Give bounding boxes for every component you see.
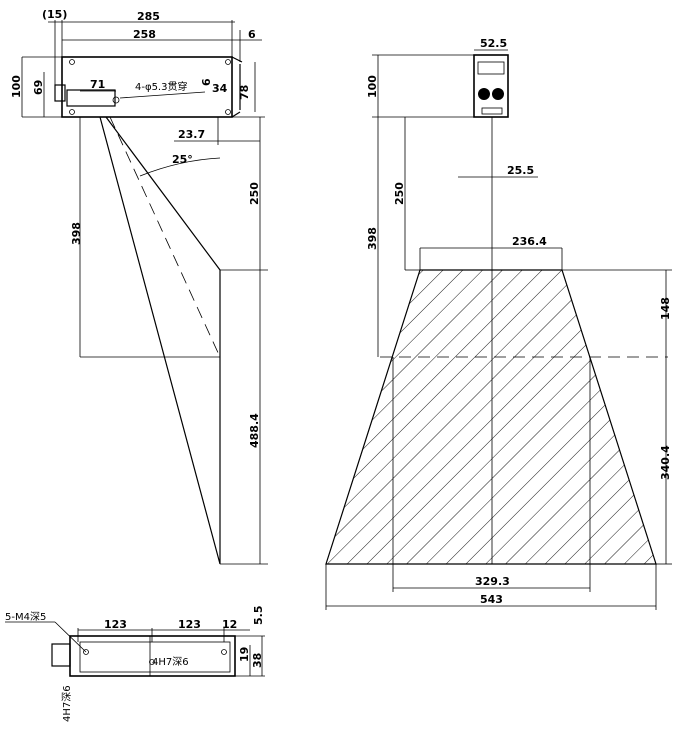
dim-38: 38 — [251, 653, 264, 668]
side-view: (15) 285 258 6 100 69 71 4-φ5.3贯穿 6 34 7… — [10, 8, 268, 565]
dim-148: 148 — [659, 297, 672, 320]
dim-78: 78 — [238, 85, 251, 100]
beam-outline — [99, 116, 221, 565]
side-view-housing — [61, 56, 233, 118]
dim-543: 543 — [480, 593, 503, 606]
connector-left — [478, 88, 490, 100]
front-view-housing — [473, 54, 509, 118]
dim-12: 12 — [222, 618, 237, 631]
dim-285: 285 — [137, 10, 160, 23]
dim-329-3: 329.3 — [475, 575, 510, 588]
dim-488-4: 488.4 — [248, 413, 261, 448]
thread-note: 5-M4深5 — [5, 611, 46, 623]
pin-note: 4H7深6 — [152, 656, 189, 668]
dim-angle: 25° — [172, 153, 193, 166]
dim-6-mid: 6 — [200, 78, 213, 86]
pin-note-vertical: 4H7深6 — [61, 685, 73, 722]
bottom-view: 123 123 12 5.5 5-M4深5 4H7深6 19 38 4H7深6 — [5, 606, 265, 722]
beam-centerline — [109, 116, 221, 358]
dim-19: 19 — [238, 647, 251, 662]
dim-69: 69 — [32, 80, 45, 95]
dim-23-7: 23.7 — [178, 128, 205, 141]
dim-398-right: 398 — [366, 227, 379, 250]
beam-area — [325, 269, 657, 565]
connector-right — [492, 88, 504, 100]
dim-52-5: 52.5 — [480, 37, 507, 50]
dim-398-left: 398 — [70, 222, 83, 245]
beam-origin-mark — [112, 96, 120, 104]
dim-5-5: 5.5 — [252, 606, 265, 626]
dim-6-top: 6 — [248, 28, 256, 41]
dim-15: (15) — [42, 8, 67, 21]
dim-34: 34 — [212, 82, 228, 95]
dim-250-right: 250 — [393, 182, 406, 205]
side-view-window — [66, 89, 116, 107]
dim-123-b: 123 — [178, 618, 201, 631]
dim-100-left: 100 — [10, 75, 23, 98]
dim-71: 71 — [90, 78, 105, 91]
dim-236-4: 236.4 — [512, 235, 547, 248]
front-view: 52.5 100 25.5 250 398 236.4 148 340.4 32… — [325, 37, 672, 610]
dim-250-left: 250 — [248, 182, 261, 205]
dim-25-5: 25.5 — [507, 164, 534, 177]
dim-100-right: 100 — [366, 75, 379, 98]
hole-note: 4-φ5.3贯穿 — [135, 80, 187, 93]
dim-123-a: 123 — [104, 618, 127, 631]
side-view-connector — [54, 84, 66, 102]
dim-340-4: 340.4 — [659, 445, 672, 480]
dim-258: 258 — [133, 28, 156, 41]
